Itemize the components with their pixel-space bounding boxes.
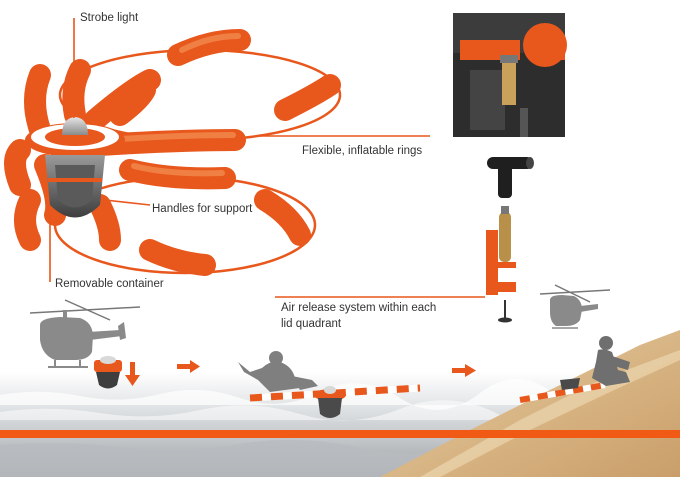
beached-ring-icon <box>519 378 606 403</box>
label-air-release-line2: lid quadrant <box>281 318 342 330</box>
floating-ring-icon <box>249 384 421 418</box>
valve-icon <box>487 157 534 198</box>
inflatable-rescue-device <box>4 18 485 298</box>
swimmer-icon <box>238 351 318 392</box>
cylinder-icon <box>486 206 516 295</box>
label-air-release-line1: Air release system within each <box>281 302 437 314</box>
pin-icon <box>498 300 512 323</box>
helicopter-icon <box>539 284 611 329</box>
label-handles: Handles for support <box>152 203 253 215</box>
right-arrow-icon <box>177 360 200 373</box>
label-strobe-light: Strobe light <box>80 12 139 24</box>
sitting-person-icon <box>592 336 630 386</box>
rescue-pod-icon <box>94 356 122 389</box>
label-flexible-rings: Flexible, inflatable rings <box>302 145 423 157</box>
right-arrow-icon <box>452 364 476 377</box>
label-removable-container: Removable container <box>55 278 164 290</box>
down-arrow-icon <box>125 362 140 386</box>
bottom-accent-stripe <box>0 430 680 438</box>
closeup-panel <box>453 13 567 137</box>
helicopter-icon <box>29 299 141 368</box>
